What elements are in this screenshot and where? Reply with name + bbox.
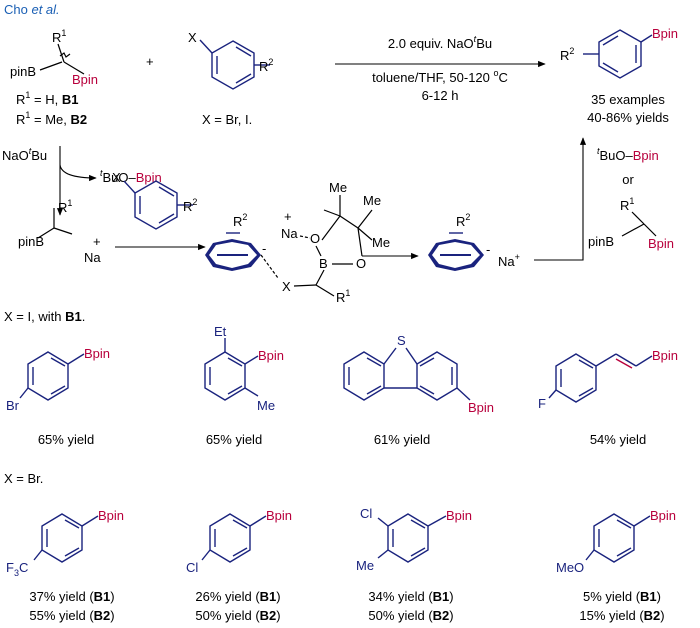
return-arrow <box>534 137 587 261</box>
item3-yield: 61% yield <box>374 432 430 447</box>
base-label: NaOtBu <box>2 146 47 163</box>
product-methoxy: Bpin MeO 5% yield (B1) 15% yield (B2) <box>556 508 676 623</box>
item4-yield: 54% yield <box>590 432 646 447</box>
item1-bpin: Bpin <box>84 346 110 361</box>
product-chloro: Bpin Cl 26% yield (B1) 50% yield (B2) <box>186 508 292 623</box>
item2-yield: 65% yield <box>206 432 262 447</box>
product-dibenzothiophene: S Bpin 61% yield <box>343 333 494 447</box>
sodium-counterion: Na <box>84 250 101 265</box>
aryl-sodium: R2 - Na+ <box>428 212 520 271</box>
item4-f: F <box>538 396 546 411</box>
b2-definition: R1 = Me, B2 <box>16 110 87 127</box>
mech-halogen-x: X <box>112 170 121 185</box>
aryl-na: Na+ <box>498 252 520 269</box>
aryl-r2: R2 <box>456 212 470 229</box>
author-citation: Cho et al. <box>4 2 60 17</box>
item3-sulfur: S <box>397 333 406 348</box>
complex-b: B <box>319 256 328 271</box>
product-4-bromo: Bpin Br 65% yield <box>6 346 110 447</box>
halogen-x: X <box>188 30 197 45</box>
complex-o2: O <box>356 256 366 271</box>
yield-range: 40-86% yields <box>587 110 669 125</box>
br4-yield-b1: 5% yield (B1) <box>583 589 661 604</box>
examples-count: 35 examples <box>591 92 665 107</box>
product-fluorostyryl: Bpin F 54% yield <box>538 348 678 447</box>
iodide-section-label: X = I, with B1. <box>4 309 85 324</box>
carbanion-pinb: pinB <box>18 234 44 249</box>
br3-cl: Cl <box>360 506 372 521</box>
br2-yield-b2: 50% yield (B2) <box>195 608 280 623</box>
item1-br: Br <box>6 398 20 413</box>
br2-cl: Cl <box>186 560 198 575</box>
br4-bpin: Bpin <box>650 508 676 523</box>
side-tbuo-bpin: tBuO–Bpin <box>597 146 659 163</box>
ate-complex: R2 - + Na O B O Me Me Me X R1 <box>205 180 390 305</box>
br3-me: Me <box>356 558 374 573</box>
item1-yield: 65% yield <box>38 432 94 447</box>
complex-o1: O <box>310 231 320 246</box>
aryl-halide-reagent: X R2 X = Br, I. <box>188 30 273 127</box>
plus-sign: + <box>146 54 154 69</box>
complex-r1: R1 <box>336 288 350 305</box>
complex-plus: + <box>284 209 292 224</box>
complex-minus: - <box>262 241 266 256</box>
br2-yield-b1: 26% yield (B1) <box>195 589 280 604</box>
product-bpin: Bpin <box>652 26 678 41</box>
conditions-base: 2.0 equiv. NaOtBu <box>388 34 492 51</box>
br4-meo: MeO <box>556 560 584 575</box>
x-definition: X = Br, I. <box>202 112 252 127</box>
side-r1: R1 <box>620 196 634 213</box>
pinb-label: pinB <box>10 64 36 79</box>
aryl-halide-mech: X R2 <box>112 170 197 230</box>
item2-bpin: Bpin <box>258 348 284 363</box>
br3-yield-b2: 50% yield (B2) <box>368 608 453 623</box>
side-bpin: Bpin <box>648 236 674 251</box>
complex-x: X <box>282 279 291 294</box>
product-ethyl-methyl: Et Bpin Me 65% yield <box>204 324 284 447</box>
side-pinb: pinB <box>588 234 614 249</box>
aryl-minus: - <box>486 242 490 257</box>
aryl-boronate-product: Bpin R2 35 examples 40-86% yields <box>560 26 678 125</box>
br1-cf3: F3C <box>6 560 28 578</box>
na-plus-sign: + <box>93 234 101 249</box>
complex-me3: Me <box>372 235 390 250</box>
br1-bpin: Bpin <box>98 508 124 523</box>
br1-yield-b2: 55% yield (B2) <box>29 608 114 623</box>
r2-substituent: R2 <box>259 57 273 74</box>
product-chloro-methyl: Bpin Cl Me 34% yield (B1) 50% yield (B2) <box>356 506 472 623</box>
item3-bpin: Bpin <box>468 400 494 415</box>
conditions-time: 6-12 h <box>422 88 459 103</box>
br3-bpin: Bpin <box>446 508 472 523</box>
complex-r2: R2 <box>233 212 247 229</box>
side-diboron: R1 pinB Bpin <box>588 196 674 251</box>
boryl-carbanion: pinB R1 + Na <box>18 198 101 265</box>
carbanion-r1: R1 <box>58 198 72 215</box>
item2-me: Me <box>257 398 275 413</box>
conditions-solvent: toluene/THF, 50-120 oC <box>372 68 508 85</box>
bpin-label: Bpin <box>72 72 98 87</box>
complex-me1: Me <box>329 180 347 195</box>
item4-bpin: Bpin <box>652 348 678 363</box>
br1-yield-b1: 37% yield (B1) <box>29 589 114 604</box>
bromide-section-label: X = Br. <box>4 471 43 486</box>
mech-r2: R2 <box>183 197 197 214</box>
product-trifluoromethyl: Bpin F3C 37% yield (B1) 55% yield (B2) <box>6 508 124 623</box>
br4-yield-b2: 15% yield (B2) <box>579 608 664 623</box>
byproduct-arrow <box>59 164 97 182</box>
b1-definition: R1 = H, B1 <box>16 90 78 107</box>
br3-yield-b1: 34% yield (B1) <box>368 589 453 604</box>
r1-label: R1 <box>52 28 66 45</box>
complex-na: Na <box>281 226 298 241</box>
item2-et: Et <box>214 324 227 339</box>
diboron-reagent: R1 pinB Bpin R1 = H, B1 R1 = Me, B2 <box>10 28 98 127</box>
br2-bpin: Bpin <box>266 508 292 523</box>
complex-me2: Me <box>363 193 381 208</box>
product-r2: R2 <box>560 46 574 63</box>
or-label: or <box>622 172 634 187</box>
